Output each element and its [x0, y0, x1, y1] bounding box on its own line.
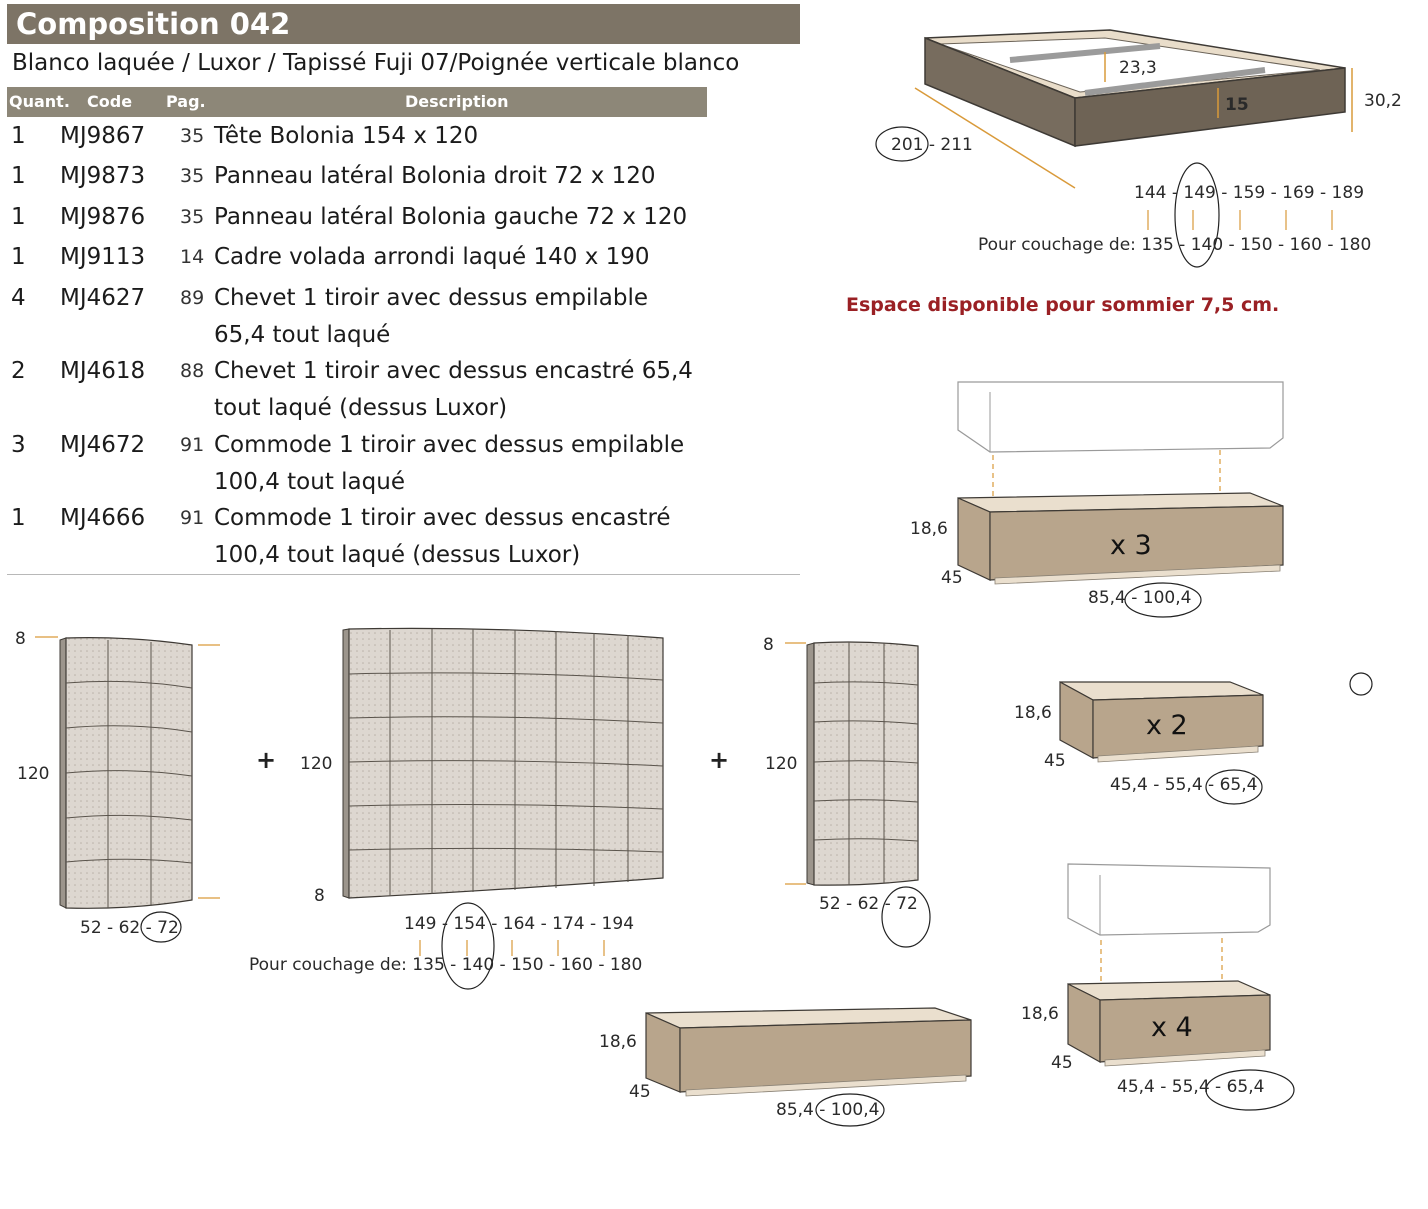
dresser-single-drawing — [645, 1007, 972, 1127]
row-qty: 3 — [11, 432, 26, 458]
dresser-x3-widths: 85,4 - 100,4 — [1088, 588, 1192, 608]
table-divider — [7, 574, 800, 575]
dresser-x3-depth: 45 — [941, 568, 963, 588]
center-headboard-widths: 149 - 154 - 164 - 174 - 194 — [404, 914, 635, 934]
row-desc: Cadre volada arrondi laqué 140 x 190 — [214, 244, 650, 270]
nightstand-x2-multiplier: x 2 — [1146, 710, 1188, 741]
row-desc: Panneau latéral Bolonia gauche 72 x 120 — [214, 204, 688, 230]
col-qty-header: Quant. — [9, 92, 70, 111]
row-qty: 1 — [11, 163, 26, 189]
right-panel-top-offset: 8 — [763, 635, 774, 655]
side-panel-left-drawing — [35, 636, 220, 943]
left-panel-widths: 52 - 62 - 72 — [80, 918, 179, 938]
row-desc: Chevet 1 tiroir avec dessus empilable 65… — [214, 285, 648, 348]
row-qty: 1 — [11, 244, 26, 270]
row-desc: Commode 1 tiroir avec dessus empilable 1… — [214, 432, 685, 495]
col-code-header: Code — [87, 92, 133, 111]
dresser-single-widths: 85,4 - 100,4 — [776, 1100, 880, 1120]
nightstand-x2-drawing — [1059, 672, 1373, 805]
row-code: MJ4618 — [60, 358, 146, 384]
dresser-x3-height: 18,6 — [910, 519, 948, 539]
col-desc-header: Description — [405, 92, 509, 111]
row-page: 35 — [180, 125, 205, 147]
page-title: Composition 042 — [16, 7, 291, 41]
col-page-header: Pag. — [166, 92, 206, 111]
row-code: MJ4672 — [60, 432, 146, 458]
row-code: MJ9873 — [60, 163, 146, 189]
nightstand-x4-widths: 45,4 - 55,4 - 65,4 — [1117, 1077, 1265, 1097]
row-qty: 2 — [11, 358, 26, 384]
nightstand-stack-x4-drawing — [1067, 863, 1295, 1111]
row-page: 35 — [180, 206, 205, 228]
row-desc: Tête Bolonia 154 x 120 — [214, 123, 479, 149]
dresser-stack-x3-drawing — [957, 381, 1284, 618]
bed-total-height: 30,2 — [1364, 91, 1402, 111]
row-code: MJ4627 — [60, 285, 146, 311]
bed-frame-drawing — [875, 29, 1353, 268]
nightstand-x4-multiplier: x 4 — [1151, 1012, 1193, 1043]
mattress-space-note: Espace disponible pour sommier 7,5 cm. — [846, 294, 1280, 316]
left-panel-height: 120 — [17, 764, 50, 784]
row-page: 91 — [180, 434, 205, 456]
row-page: 88 — [180, 360, 205, 382]
row-code: MJ9113 — [60, 244, 146, 270]
nightstand-x2-widths: 45,4 - 55,4 - 65,4 — [1110, 775, 1258, 795]
bed-widths: 144 - 149 - 159 - 169 - 189 — [1134, 183, 1365, 203]
left-panel-top-offset: 8 — [15, 629, 26, 649]
nightstand-x4-height: 18,6 — [1021, 1004, 1059, 1024]
dresser-single-height: 18,6 — [599, 1032, 637, 1052]
nightstand-x4-depth: 45 — [1051, 1053, 1073, 1073]
headboard-center-drawing — [342, 627, 664, 990]
bed-frame-height: 15 — [1225, 95, 1249, 115]
nightstand-x2-depth: 45 — [1044, 751, 1066, 771]
row-desc: Panneau latéral Bolonia droit 72 x 120 — [214, 163, 656, 189]
center-headboard-height: 120 — [300, 754, 333, 774]
row-page: 35 — [180, 165, 205, 187]
bed-inner-height: 23,3 — [1119, 58, 1157, 78]
row-code: MJ9867 — [60, 123, 146, 149]
bed-sleeping-sizes: Pour couchage de: 135 - 140 - 150 - 160 … — [978, 235, 1372, 255]
row-desc: Chevet 1 tiroir avec dessus encastré 65,… — [214, 358, 693, 421]
nightstand-x2-height: 18,6 — [1014, 703, 1052, 723]
plus-sign-left: + — [256, 746, 277, 774]
row-qty: 1 — [11, 123, 26, 149]
row-desc: Commode 1 tiroir avec dessus encastré 10… — [214, 505, 671, 568]
row-code: MJ4666 — [60, 505, 146, 531]
side-panel-right-drawing — [785, 641, 931, 948]
row-page: 91 — [180, 507, 205, 529]
title-bar — [7, 4, 800, 44]
bed-depth: 201 - 211 — [891, 135, 973, 155]
right-panel-widths: 52 - 62 - 72 — [819, 894, 918, 914]
row-qty: 1 — [11, 505, 26, 531]
row-page: 89 — [180, 287, 205, 309]
row-qty: 4 — [11, 285, 26, 311]
dresser-single-depth: 45 — [629, 1082, 651, 1102]
center-headboard-sleeping: Pour couchage de: 135 - 140 - 150 - 160 … — [249, 955, 643, 975]
plus-sign-right: + — [709, 746, 730, 774]
center-headboard-bottom-offset: 8 — [314, 886, 325, 906]
row-code: MJ9876 — [60, 204, 146, 230]
table-header — [7, 87, 707, 117]
composition-finish: Blanco laquée / Luxor / Tapissé Fuji 07/… — [12, 50, 740, 76]
row-page: 14 — [180, 246, 205, 268]
right-panel-height: 120 — [765, 754, 798, 774]
row-qty: 1 — [11, 204, 26, 230]
dresser-x3-multiplier: x 3 — [1110, 530, 1152, 561]
